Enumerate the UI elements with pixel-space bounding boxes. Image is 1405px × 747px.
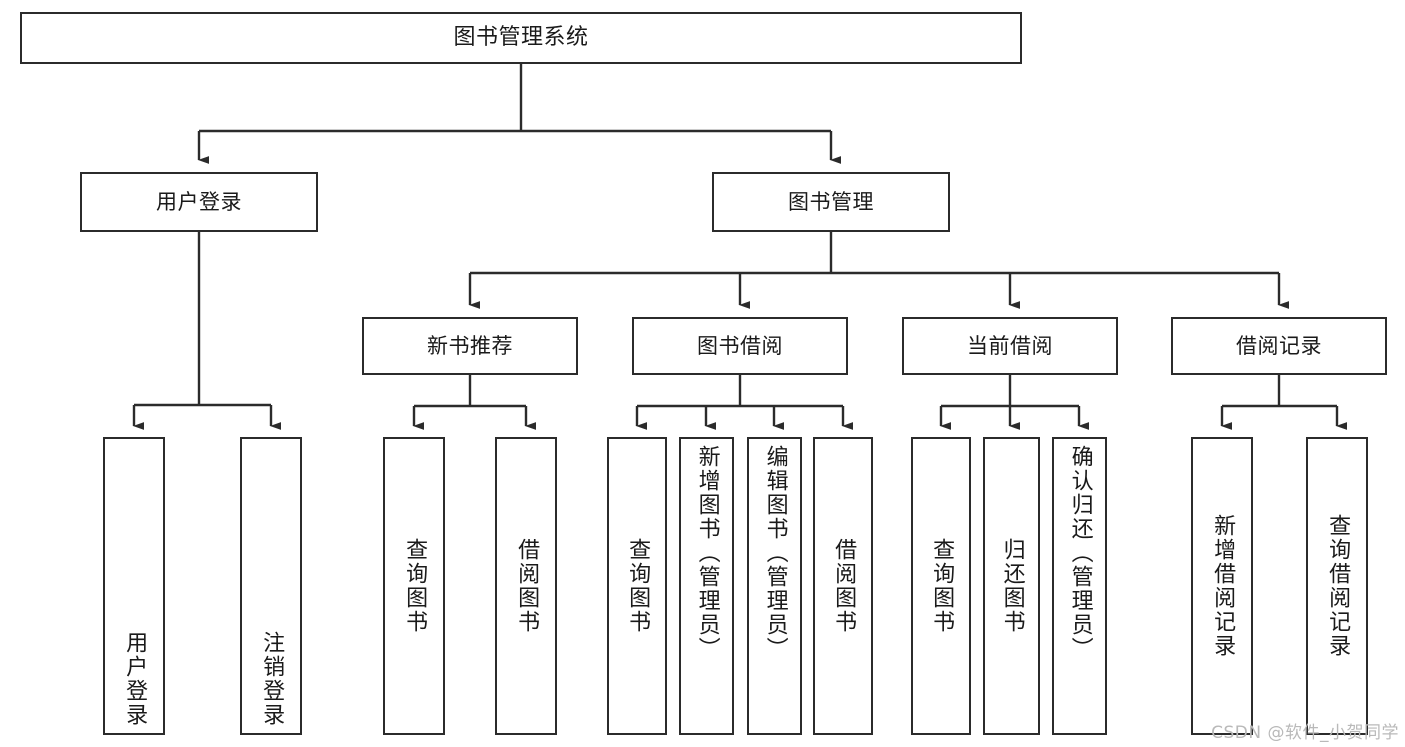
- leaf-user-logout[interactable]: 注销登录: [240, 437, 302, 735]
- leaf-newbook-query-book-label: 查询图书: [402, 538, 428, 634]
- node-new-book-recommend-label: 新书推荐: [427, 333, 513, 358]
- node-root[interactable]: 图书管理系统: [20, 12, 1022, 64]
- leaf-record-query-record[interactable]: 查询借阅记录: [1306, 437, 1368, 735]
- leaf-record-add-record[interactable]: 新增借阅记录: [1191, 437, 1253, 735]
- leaf-current-return-book[interactable]: 归还图书: [983, 437, 1040, 735]
- node-user-login[interactable]: 用户登录: [80, 172, 318, 232]
- node-borrow-record[interactable]: 借阅记录: [1171, 317, 1387, 375]
- leaf-borrow-borrow-book-label: 借阅图书: [831, 538, 857, 634]
- leaf-current-query-book-label: 查询图书: [929, 538, 955, 634]
- node-new-book-recommend[interactable]: 新书推荐: [362, 317, 578, 375]
- leaf-current-return-book-label: 归还图书: [999, 538, 1025, 634]
- leaf-current-confirm-return-admin[interactable]: 确认归还（管理员）: [1052, 437, 1107, 735]
- node-book-manage[interactable]: 图书管理: [712, 172, 950, 232]
- watermark: CSDN @软件_小贺同学: [1211, 723, 1399, 743]
- node-current-borrow[interactable]: 当前借阅: [902, 317, 1118, 375]
- leaf-borrow-add-book-admin-label: 新增图书（管理员）: [694, 445, 720, 661]
- leaf-newbook-query-book[interactable]: 查询图书: [383, 437, 445, 735]
- leaf-user-login[interactable]: 用户登录: [103, 437, 165, 735]
- leaf-borrow-edit-book-admin-label: 编辑图书（管理员）: [762, 445, 788, 661]
- node-book-borrow[interactable]: 图书借阅: [632, 317, 848, 375]
- leaf-newbook-borrow-book[interactable]: 借阅图书: [495, 437, 557, 735]
- leaf-borrow-edit-book-admin[interactable]: 编辑图书（管理员）: [747, 437, 802, 735]
- node-current-borrow-label: 当前借阅: [967, 333, 1053, 358]
- node-book-manage-label: 图书管理: [788, 189, 874, 214]
- node-book-borrow-label: 图书借阅: [697, 333, 783, 358]
- leaf-user-logout-label: 注销登录: [259, 631, 285, 727]
- leaf-record-query-record-label: 查询借阅记录: [1325, 514, 1351, 658]
- node-root-label: 图书管理系统: [453, 25, 589, 51]
- leaf-record-add-record-label: 新增借阅记录: [1210, 514, 1236, 658]
- node-user-login-label: 用户登录: [156, 189, 242, 214]
- leaf-user-login-label: 用户登录: [122, 631, 148, 727]
- leaf-newbook-borrow-book-label: 借阅图书: [514, 538, 540, 634]
- leaf-current-query-book[interactable]: 查询图书: [911, 437, 971, 735]
- node-borrow-record-label: 借阅记录: [1236, 333, 1322, 358]
- leaf-borrow-query-book-label: 查询图书: [625, 538, 651, 634]
- leaf-borrow-query-book[interactable]: 查询图书: [607, 437, 667, 735]
- leaf-borrow-add-book-admin[interactable]: 新增图书（管理员）: [679, 437, 734, 735]
- leaf-borrow-borrow-book[interactable]: 借阅图书: [813, 437, 873, 735]
- leaf-current-confirm-return-admin-label: 确认归还（管理员）: [1067, 445, 1093, 661]
